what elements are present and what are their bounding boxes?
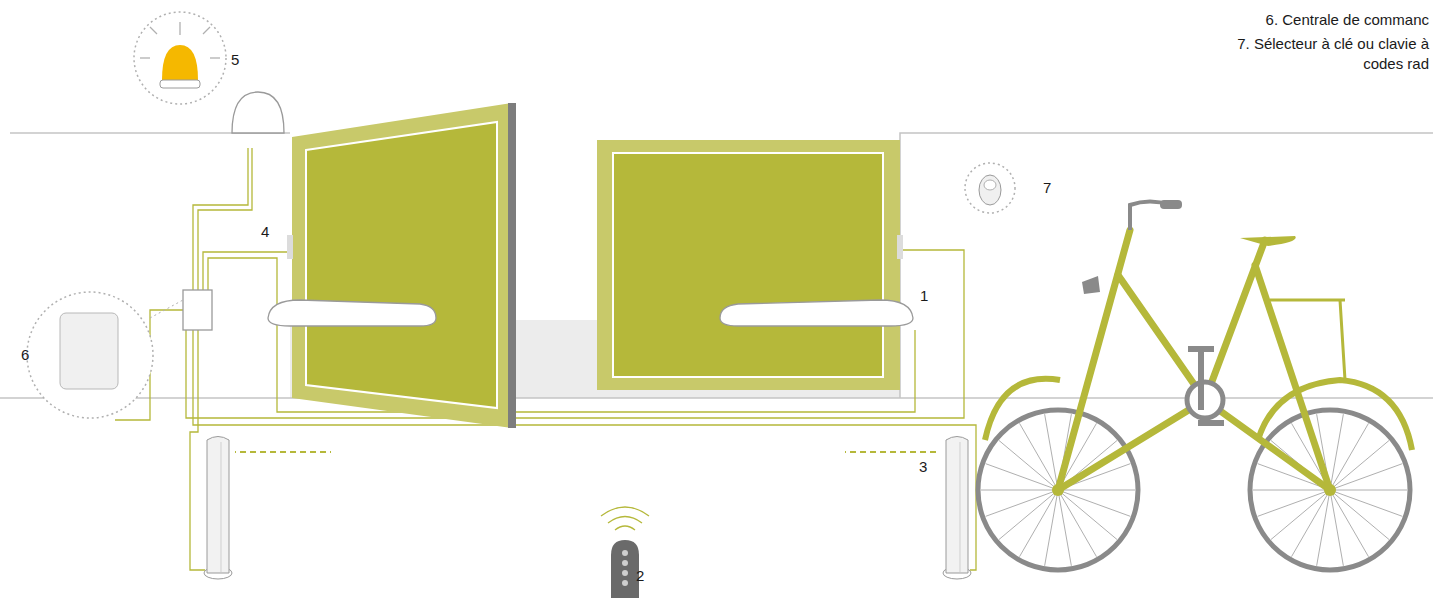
photocell <box>943 437 971 580</box>
zoom-circle <box>965 163 1015 213</box>
hinge <box>287 235 293 259</box>
flashing-light-base <box>160 80 200 88</box>
control-box-zoom <box>60 313 118 389</box>
gate-leaf-right <box>597 140 900 390</box>
zoom-circle <box>27 292 153 418</box>
callout-number: 4 <box>261 222 269 242</box>
remote-control <box>611 540 639 598</box>
legend-line: 7. Sélecteur à clé ou clavie à codes rad <box>1219 34 1429 74</box>
radio-waves <box>601 507 649 530</box>
zoom-leader <box>150 300 183 318</box>
wires <box>115 148 976 570</box>
wall-top-right <box>900 133 1433 398</box>
legend-line: 6. Centrale de commanc <box>1266 10 1429 30</box>
gate-panel-right <box>613 153 883 377</box>
gate-leaf-left <box>292 103 512 428</box>
key-selector <box>979 175 1001 205</box>
beam <box>845 451 940 453</box>
key-selector-face <box>984 180 996 190</box>
flashing-light <box>232 92 284 133</box>
callout-number: 1 <box>920 286 928 306</box>
light-rays <box>140 22 220 58</box>
callout-number: 3 <box>919 457 927 477</box>
callout-number: 5 <box>231 50 239 70</box>
gate-panel-left <box>306 122 497 408</box>
bicycle <box>978 200 1412 570</box>
control-box <box>183 290 212 330</box>
callout-number: 7 <box>1043 178 1051 198</box>
photocell <box>204 437 232 580</box>
gate-motor <box>268 300 436 326</box>
beam <box>235 451 331 453</box>
zoom-circle <box>134 12 226 104</box>
callout-number: 2 <box>636 566 644 586</box>
gate-motor <box>720 300 913 326</box>
gate-post <box>508 103 516 428</box>
hinge <box>897 235 903 259</box>
flashing-light-lit <box>162 45 198 80</box>
remote-buttons <box>622 550 628 586</box>
callout-number: 6 <box>21 345 29 365</box>
